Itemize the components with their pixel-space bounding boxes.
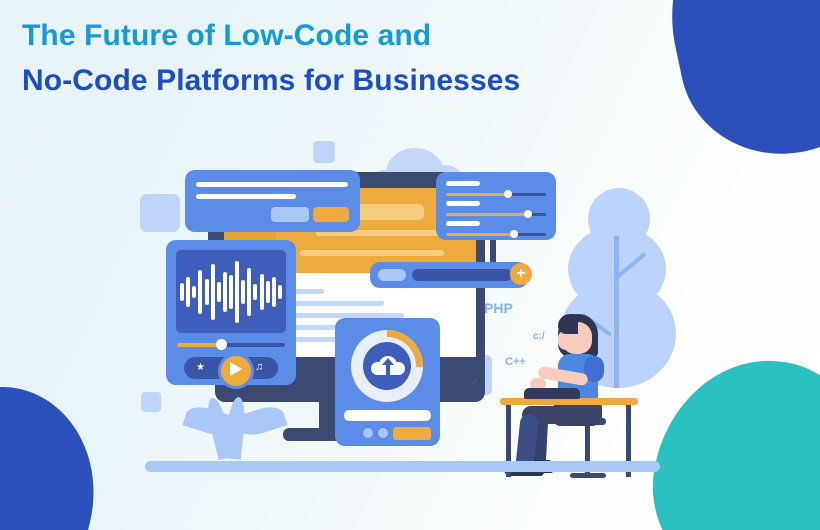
add-button[interactable]: + — [510, 263, 532, 285]
slider-knob[interactable] — [510, 230, 518, 238]
code-label-php: PHP — [484, 300, 513, 316]
progress-knob[interactable] — [216, 339, 227, 350]
waveform-bar — [235, 260, 240, 323]
upload-field[interactable] — [344, 410, 431, 421]
waveform-bar — [265, 280, 270, 303]
page-title-line-2: No-Code Platforms for Businesses — [22, 64, 521, 98]
list-card[interactable] — [185, 170, 360, 232]
waveform-bar — [180, 282, 185, 301]
waveform-bar — [222, 271, 227, 312]
play-button[interactable] — [218, 353, 254, 389]
secondary-button[interactable] — [271, 207, 309, 222]
waveform-bar — [192, 285, 197, 298]
waveform-bar — [259, 273, 264, 310]
decorative-square — [313, 141, 335, 163]
waveform-bar — [204, 278, 209, 305]
pagination-dot[interactable] — [363, 428, 373, 438]
cloud-upload-icon — [371, 356, 405, 376]
code-label-cslash: c:/ — [533, 331, 545, 342]
tree-icon — [560, 188, 692, 388]
waveform-bar — [277, 284, 282, 299]
ground-bar — [145, 461, 660, 472]
waveform-bar — [216, 281, 221, 302]
waveform-bar — [210, 263, 215, 320]
primary-button[interactable] — [313, 207, 349, 222]
pagination-dot[interactable] — [378, 428, 388, 438]
cloud-upload-card[interactable] — [335, 318, 440, 446]
waveform-bar — [241, 279, 246, 304]
plant-icon — [182, 395, 290, 463]
laptop-icon — [524, 388, 580, 399]
decorative-square — [141, 392, 161, 412]
decorative-square — [140, 194, 180, 232]
waveform-bar — [198, 269, 203, 314]
slider-knob[interactable] — [504, 190, 512, 198]
person-at-desk-illustration — [500, 310, 650, 478]
code-label-cpp: C++ — [505, 356, 526, 368]
waveform-bar — [253, 283, 258, 300]
page-title: The Future of Low-Code and No-Code Platf… — [22, 18, 520, 99]
volume-icon[interactable]: ♫ — [255, 361, 264, 373]
slider-knob[interactable] — [524, 210, 532, 218]
waveform-bar — [186, 276, 191, 307]
star-icon[interactable]: ★ — [196, 362, 205, 373]
audio-player-card[interactable]: ★ ♫ — [166, 240, 296, 389]
slider-card-stem — [490, 240, 496, 274]
upload-cta-button[interactable] — [393, 427, 431, 440]
waveform-display — [176, 250, 286, 333]
search-input[interactable] — [370, 262, 528, 288]
waveform-bar — [247, 267, 252, 316]
upload-progress-ring — [351, 330, 423, 402]
settings-sliders-card[interactable] — [436, 172, 556, 240]
waveform-bar — [229, 274, 233, 309]
page-title-line-1: The Future of Low-Code and — [22, 19, 432, 52]
waveform-bar — [271, 276, 276, 307]
